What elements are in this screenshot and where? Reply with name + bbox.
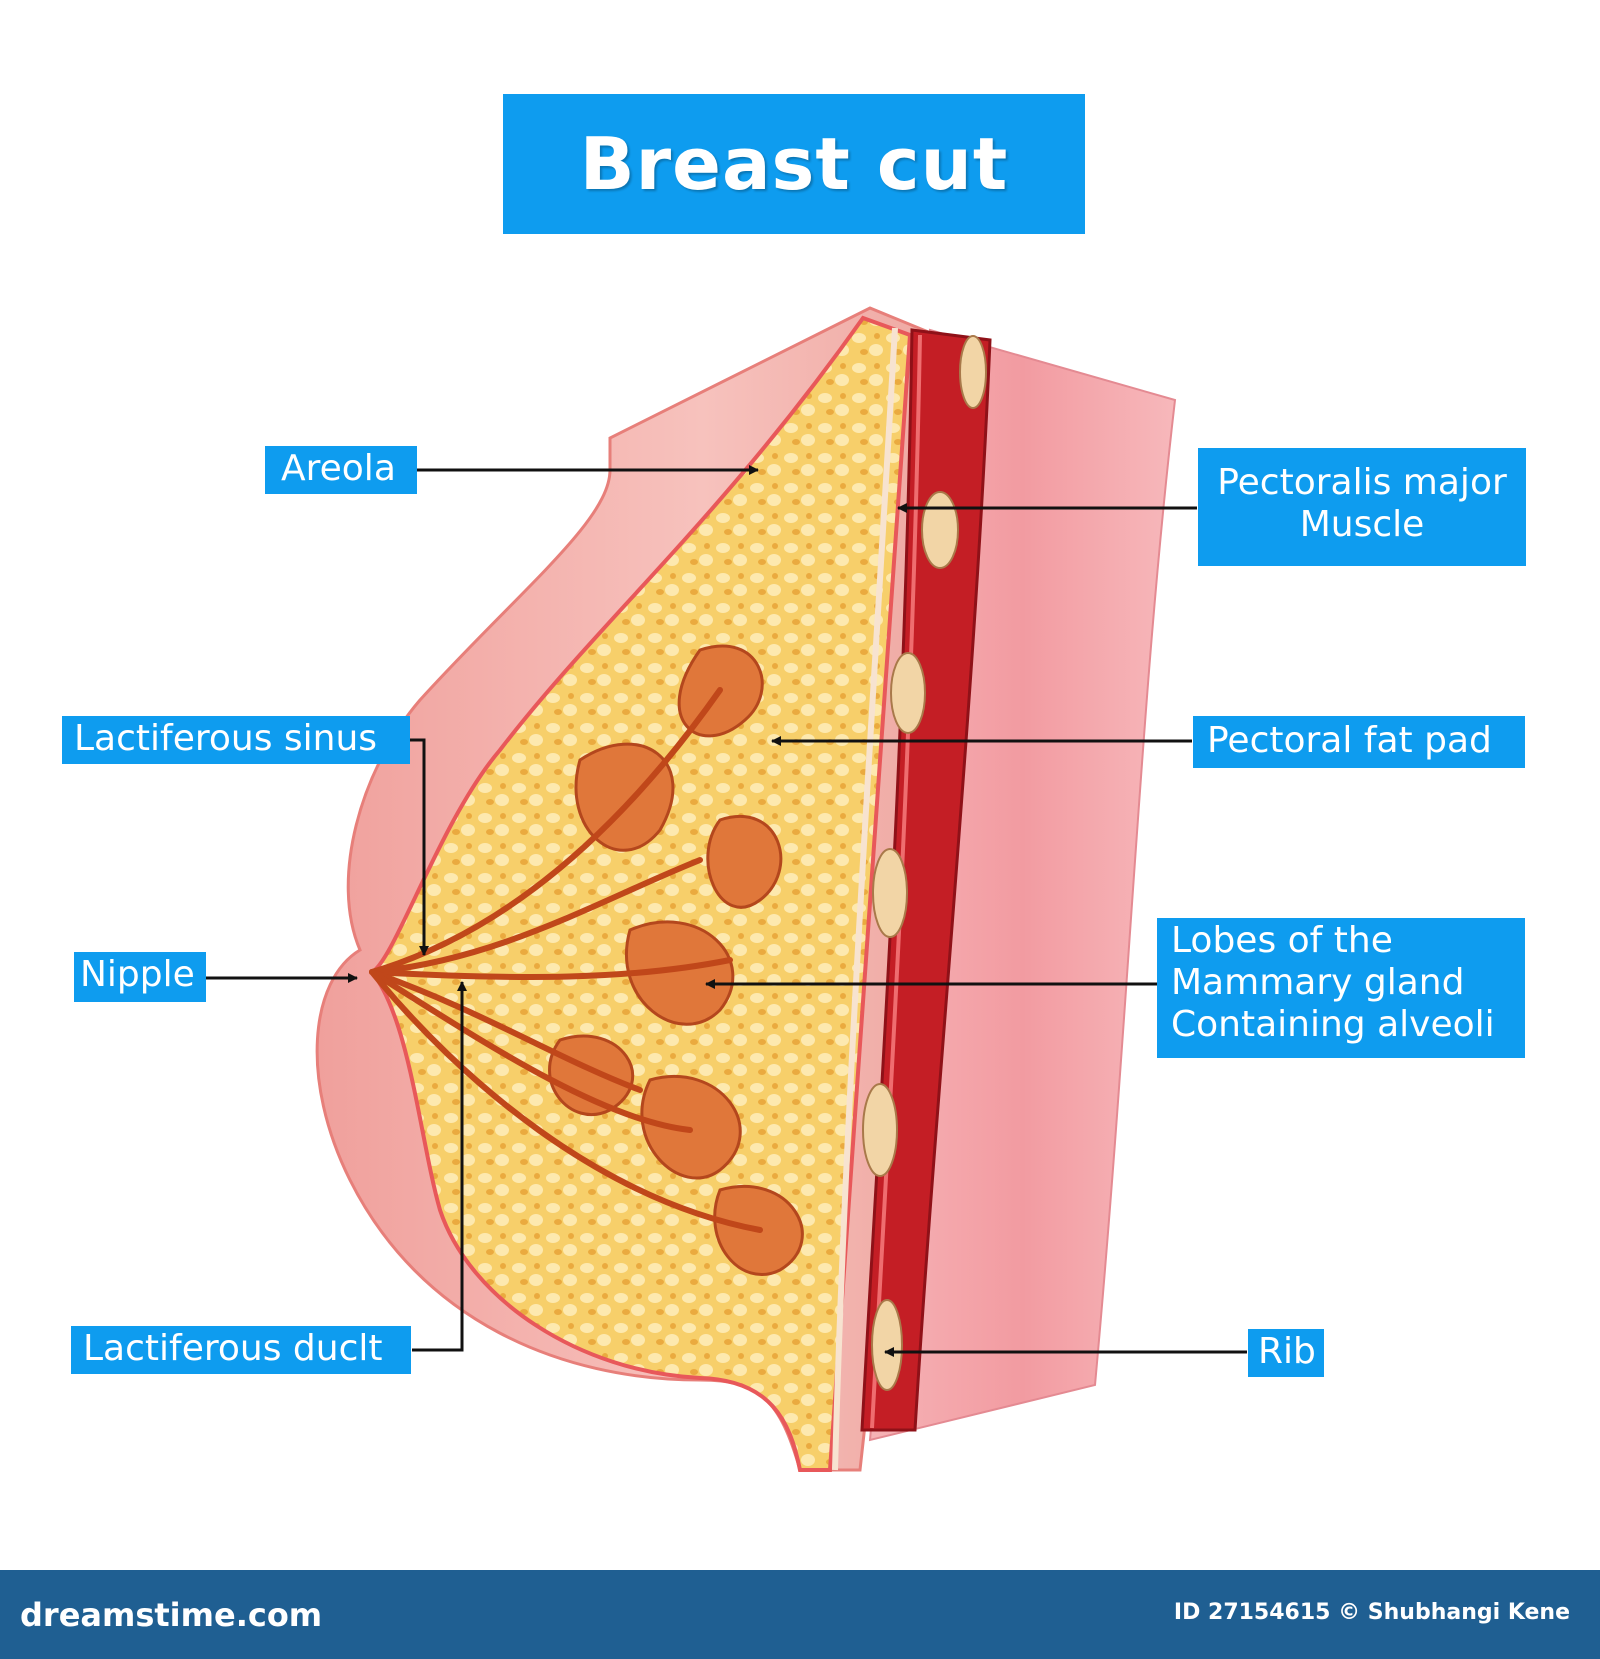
leader-lines <box>206 465 1247 1357</box>
areola-text: Areola <box>281 448 396 489</box>
lobes-line3: Containing alveoli <box>1171 1004 1495 1045</box>
footer-brand: dreamstime.com <box>20 1596 323 1634</box>
lobes-line2: Mammary gland <box>1171 962 1465 1003</box>
areola-label: Areola <box>265 446 417 494</box>
rib-bones <box>862 335 987 1391</box>
footer-credit: ID 27154615 © Shubhangi Kene <box>1173 1600 1570 1625</box>
nipple-text: Nipple <box>80 954 195 995</box>
nipple-label: Nipple <box>74 952 206 1002</box>
lobes-label: Lobes of the Mammary gland Containing al… <box>1157 918 1525 1058</box>
title-box: Breast cut <box>503 94 1085 234</box>
lactiferous-sinus-text: Lactiferous sinus <box>74 718 378 759</box>
lactiferous-duct-leader <box>412 981 467 1352</box>
lactiferous-duct-label: Lactiferous duclt <box>71 1326 411 1374</box>
footer-bar: dreamstime.com ID 27154615 © Shubhangi K… <box>0 1570 1600 1659</box>
pectoral-fat-pad-label: Pectoral fat pad <box>1193 716 1525 768</box>
rib-text: Rib <box>1258 1331 1316 1372</box>
rib-label: Rib <box>1248 1329 1324 1377</box>
fat-tissue <box>368 315 913 1472</box>
lobes-line1: Lobes of the <box>1171 920 1393 961</box>
diagram-title: Breast cut <box>579 122 1009 206</box>
pectoralis-line1: Pectoralis major <box>1217 462 1507 503</box>
pectoralis-major-label: Pectoralis major Muscle <box>1198 448 1526 566</box>
breast-cross-section-illustration <box>206 306 1247 1472</box>
lactiferous-sinus-leader <box>410 738 429 956</box>
lactiferous-sinus-label: Lactiferous sinus <box>62 716 410 764</box>
pectoral-fat-pad-text: Pectoral fat pad <box>1207 720 1492 761</box>
lactiferous-duct-text: Lactiferous duclt <box>83 1328 383 1369</box>
lactiferous-ducts <box>369 687 763 1233</box>
pectoralis-line2: Muscle <box>1299 504 1425 545</box>
